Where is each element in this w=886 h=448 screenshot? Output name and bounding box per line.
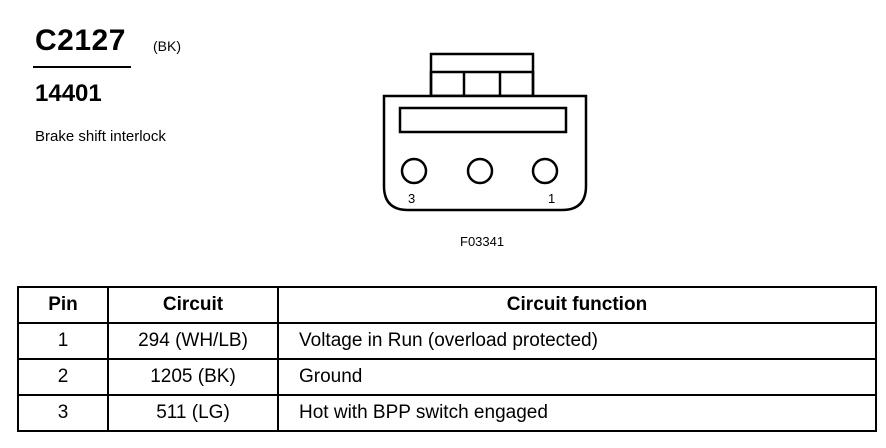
pin-label-3: 3 [408, 191, 415, 206]
table-row: 2 1205 (BK) Ground [17, 358, 877, 396]
function-cell: Ground [277, 358, 877, 396]
pinout-table: Pin Circuit Circuit function 1 294 (WH/L… [17, 286, 877, 432]
connector-description: Brake shift interlock [35, 128, 166, 145]
header-circuit-function: Circuit function [277, 286, 877, 324]
pin-cell: 2 [17, 358, 109, 396]
table-header-row: Pin Circuit Circuit function [17, 286, 877, 324]
table-row: 1 294 (WH/LB) Voltage in Run (overload p… [17, 322, 877, 360]
header-circuit: Circuit [107, 286, 279, 324]
pin-cavity-1 [531, 157, 559, 185]
connector-body [382, 94, 588, 212]
header-pin: Pin [17, 286, 109, 324]
circuit-cell: 511 (LG) [107, 394, 279, 432]
circuit-cell: 294 (WH/LB) [107, 322, 279, 360]
locking-tab-outer [429, 52, 535, 98]
pin-cell: 1 [17, 322, 109, 360]
title-underline [33, 66, 131, 68]
part-number: 14401 [35, 80, 102, 107]
pin-cavity-2 [466, 157, 494, 185]
function-cell: Voltage in Run (overload protected) [277, 322, 877, 360]
key-slot [398, 106, 568, 134]
locking-tab-inner [429, 70, 535, 98]
pin-cell: 3 [17, 394, 109, 432]
pin-label-1: 1 [548, 191, 555, 206]
connector-id: C2127 [35, 24, 126, 57]
circuit-cell: 1205 (BK) [107, 358, 279, 396]
pin-cavity-3 [400, 157, 428, 185]
figure-code: F03341 [460, 234, 505, 249]
function-cell: Hot with BPP switch engaged [277, 394, 877, 432]
connector-face-diagram: 3 1 [382, 52, 588, 212]
table-row: 3 511 (LG) Hot with BPP switch engaged [17, 394, 877, 432]
connector-color-code: (BK) [153, 38, 181, 54]
